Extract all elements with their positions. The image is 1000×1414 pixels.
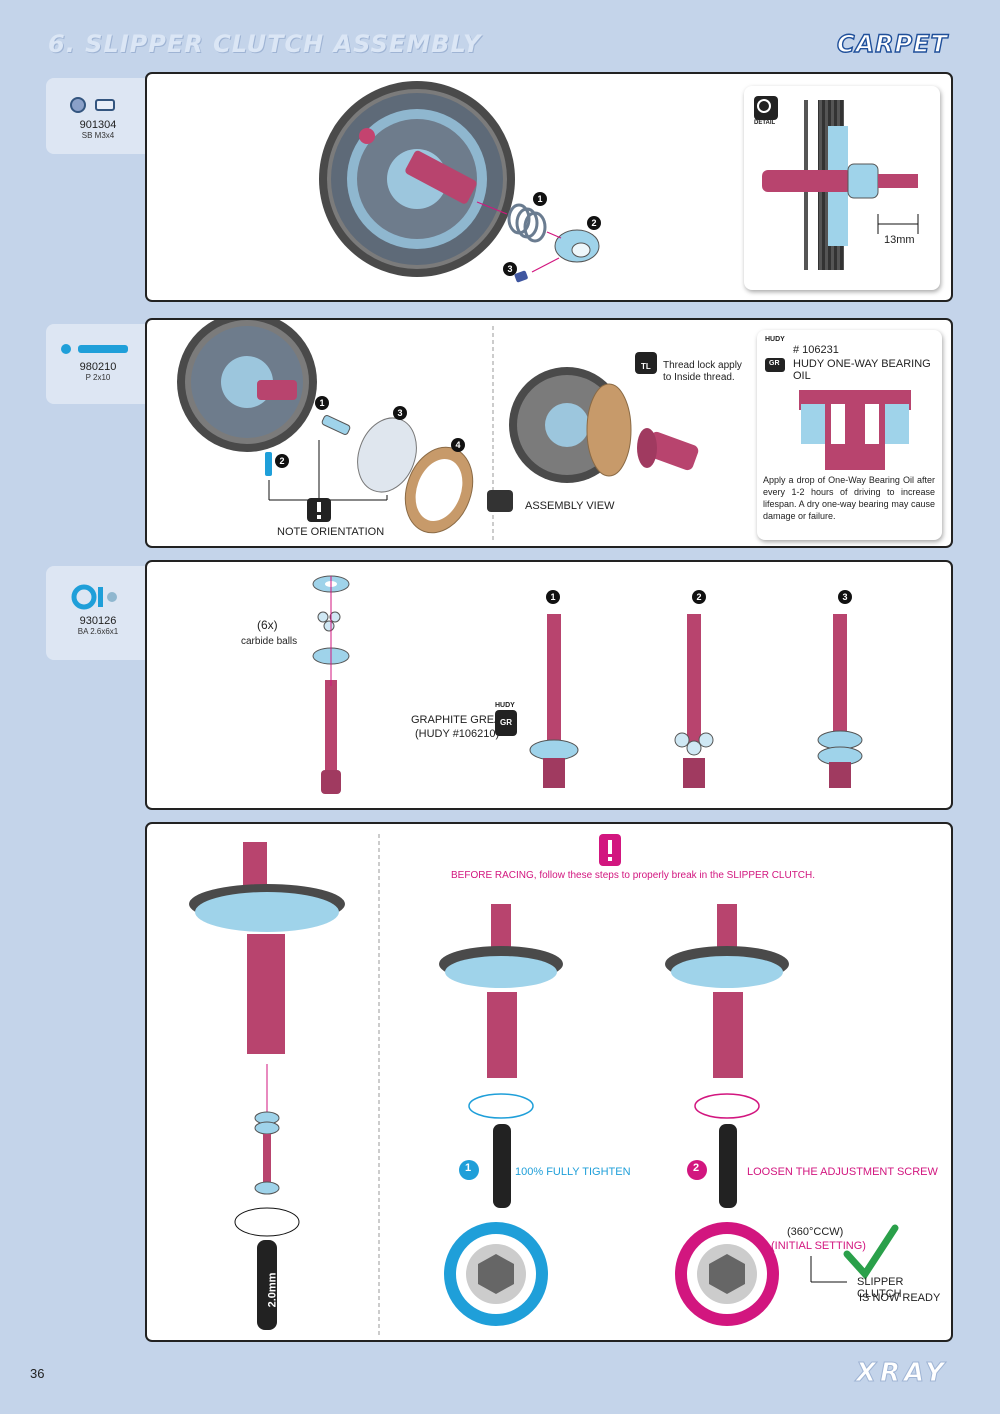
detail-view-diagram — [754, 96, 919, 270]
marker-2: 2 — [692, 590, 706, 604]
part-tab-3: 930126 BA 2.6x6x1 — [46, 566, 150, 660]
step-3-panel: 1 2 3 (6x) carbide balls GRAPHITE GREASE… — [145, 560, 953, 810]
marker-3: 3 — [503, 262, 517, 276]
detail-label: DETAIL — [754, 120, 776, 126]
tool-size-label: 2.0mm — [266, 1272, 279, 1308]
hudy-label: HUDY — [765, 336, 785, 343]
marker-2: 2 — [587, 216, 601, 230]
xray-logo: XRAY — [855, 1358, 948, 1389]
part-code: 901304 — [79, 119, 117, 131]
part-tab-1: 901304 SB M3x4 — [46, 78, 150, 154]
part-tab-2: 980210 P 2x10 — [46, 324, 150, 404]
hudy-label: HUDY — [495, 702, 515, 709]
ready-line-2: IS NOW READY — [859, 1292, 941, 1304]
break-in-warning: BEFORE RACING, follow these steps to pro… — [451, 870, 816, 881]
break-in-diagram — [189, 834, 899, 1336]
part-desc: SB M3x4 — [81, 131, 115, 140]
grease-line-2: (HUDY #106210) — [415, 728, 500, 740]
measurement-label: 13mm — [884, 234, 915, 246]
thrust-bearing-assembly-diagram — [312, 575, 863, 794]
detail-callout: DETAIL 13mm — [744, 86, 940, 290]
angle-label: (360°CCW) — [787, 1226, 844, 1238]
marker-4: 4 — [451, 438, 465, 452]
slipper-gear-exploded-diagram — [319, 81, 600, 283]
marker-1: 1 — [315, 396, 329, 410]
step-2-panel: 1 2 3 4 NOTE ORIENTATION ASSEMBLY VIEW T… — [145, 318, 953, 548]
assembly-view-label: ASSEMBLY VIEW — [525, 500, 615, 512]
ball-icon — [71, 584, 117, 610]
oil-note: Apply a drop of One-Way Bearing Oil afte… — [763, 475, 935, 521]
marker-2: 2 — [275, 454, 289, 468]
marker-1: 1 — [546, 590, 560, 604]
part-code: 980210 — [79, 361, 117, 373]
step-4-panel: BEFORE RACING, follow these steps to pro… — [145, 822, 953, 1342]
pin-icon — [61, 344, 128, 354]
ready-line-1: SLIPPER CLUTCH — [857, 1276, 904, 1300]
pin-and-pad-diagram — [177, 320, 789, 542]
page-title: 6. SLIPPER CLUTCH ASSEMBLY — [48, 30, 482, 58]
bearing-oil-callout: HUDY GR # 106231 HUDY ONE-WAY BEARING OI… — [757, 330, 942, 540]
balls-count: (6x) — [257, 618, 278, 632]
step-1-text: 100% FULLY TIGHTEN — [515, 1166, 631, 1178]
step-2-text: LOOSEN THE ADJUSTMENT SCREW — [747, 1166, 938, 1178]
balls-label: carbide balls — [241, 636, 298, 647]
step-2-marker: 2 — [693, 1162, 700, 1174]
part-desc: BA 2.6x6x1 — [77, 627, 119, 636]
initial-setting-label: (INITIAL SETTING) — [771, 1240, 866, 1252]
carpet-badge: CARPET — [836, 29, 948, 58]
oil-name: HUDY ONE-WAY BEARING OIL — [793, 358, 931, 382]
tl-badge: TL — [641, 362, 651, 371]
step-1-panel: 1 2 3 DETAIL 13mm — [145, 72, 953, 302]
oil-icon-label: GR — [769, 360, 780, 367]
oil-code: # 106231 — [793, 344, 839, 356]
step-1-marker: 1 — [465, 1162, 472, 1174]
part-code: 930126 — [79, 615, 117, 627]
note-orientation-label: NOTE ORIENTATION — [277, 526, 385, 538]
thread-lock-note: Thread lock apply to Inside thread. — [663, 360, 742, 383]
one-way-bearing-diagram — [765, 358, 911, 470]
grease-icon-label: GR — [500, 718, 512, 727]
part-desc: P 2x10 — [85, 373, 111, 382]
page-number: 36 — [30, 1366, 45, 1381]
grease-line-1: GRAPHITE GREASE — [411, 714, 517, 726]
marker-3: 3 — [393, 406, 407, 420]
screw-icon — [70, 97, 115, 113]
marker-3: 3 — [838, 590, 852, 604]
marker-1: 1 — [533, 192, 547, 206]
